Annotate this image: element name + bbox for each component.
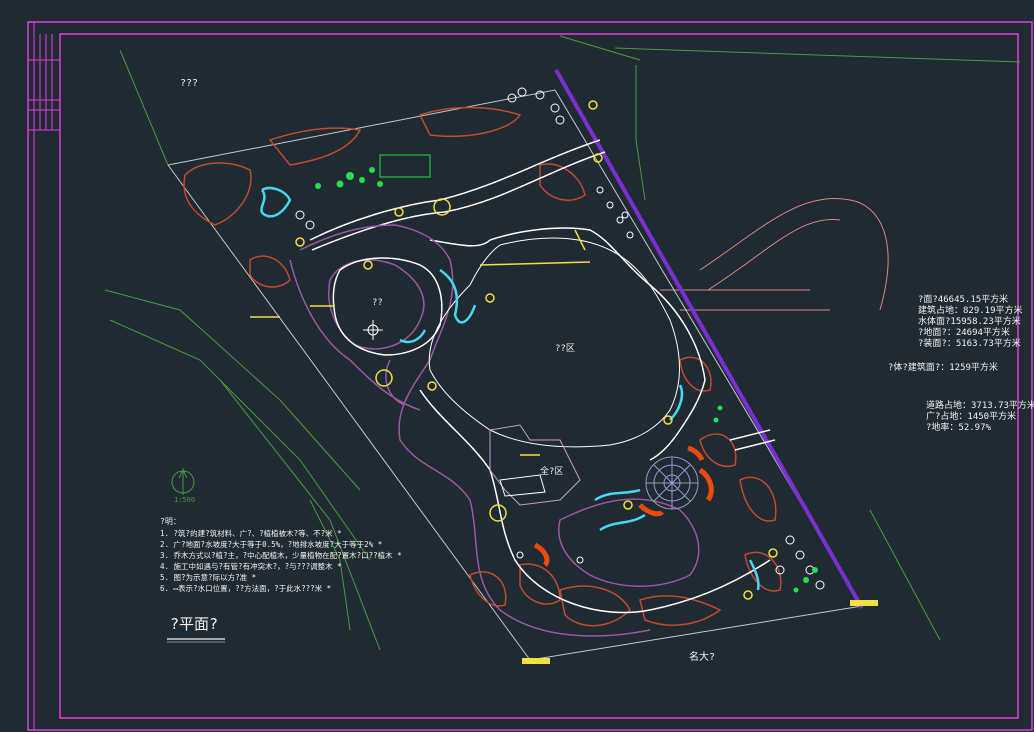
stat-line: ?地面?：24694平方米 <box>918 328 1010 338</box>
radial-plaza <box>645 456 699 510</box>
note-item: 1. ?筑?的建?筑材料、广?、?植植被木?等、不?米 * <box>160 529 342 538</box>
planting-areas <box>183 106 782 627</box>
drawing-title: ?平面? <box>170 615 219 633</box>
stat-line: ?体?建筑面?：1259平方米 <box>888 363 998 373</box>
central-meadow-outline <box>428 237 680 448</box>
notes-header: ?明： <box>160 517 181 526</box>
water-features <box>260 186 760 591</box>
stat-line: 道路占地：3713.73平方米 <box>926 401 1034 411</box>
stat-line: 水体面?15958.23平方米 <box>918 317 1021 327</box>
entrance-bottom-left <box>522 658 550 664</box>
green-pavilion <box>379 154 431 178</box>
entrance-bottom-right <box>850 600 878 606</box>
label-lake: ?? <box>372 298 383 308</box>
label-center-area: ??区 <box>555 344 575 354</box>
orange-plaza-arcs <box>533 445 714 567</box>
green-small-trees <box>713 405 818 593</box>
stat-line: 广?占地：1450平方米 <box>926 412 1017 422</box>
north-scale: 1:500 <box>174 496 196 504</box>
inner-frame <box>59 33 1019 719</box>
green-trees <box>315 167 383 189</box>
stat-line: ?面?46645.15平方米 <box>918 295 1009 305</box>
white-tree-clusters <box>295 87 825 590</box>
pink-contours <box>660 198 889 311</box>
stat-line: 建筑占地：829.19平方米 <box>918 306 1023 316</box>
outer-frame <box>27 21 1033 731</box>
yellow-markers <box>250 100 778 600</box>
note-item: 4. 施工中如遇与?有管?有冲突木?，?与???调整木 * <box>160 562 342 571</box>
lake-outline <box>332 257 443 356</box>
label-top-left: ??? <box>180 78 199 89</box>
note-item: 5. 图?为示意?际以方?准 * <box>160 573 257 582</box>
building-outline <box>489 424 581 506</box>
label-building: 全?区 <box>540 467 564 477</box>
green-site-lines <box>104 35 1021 651</box>
title-strip <box>28 22 60 730</box>
note-item: 2. 广?地面?水坡度?大于等于0.5%，?地排水坡度?大于等于2% * <box>160 540 383 549</box>
lake-cross-marker <box>363 320 383 340</box>
note-item: 3. 乔木方式以?植?主，?中心配植木，少量植物在配?置木?口??植木 * <box>160 551 402 560</box>
stat-line: ?地率：52.97% <box>926 423 991 433</box>
label-road-bottom: 名大? <box>689 652 716 663</box>
note-item: 6. ▭表示?水口位置，??方法面，?于此水???米 * <box>160 584 332 593</box>
stat-line: ?装面?：5163.73平方米 <box>918 339 1021 349</box>
north-arrow-icon <box>171 468 195 495</box>
